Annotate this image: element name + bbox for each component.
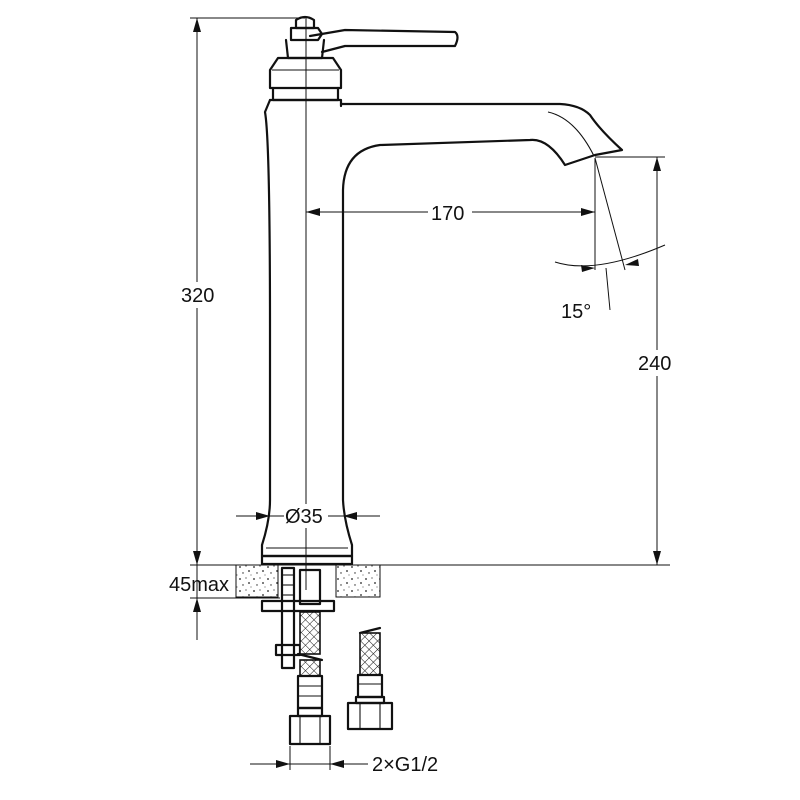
label-spout-height: 240 bbox=[638, 353, 671, 375]
underside-connections bbox=[260, 566, 394, 746]
hex-nut-icon bbox=[346, 695, 394, 731]
label-spray-angle: 15° bbox=[561, 301, 591, 323]
label-reach: 170 bbox=[431, 203, 464, 225]
lever-handle-icon bbox=[284, 15, 459, 60]
braided-hose-icon bbox=[356, 626, 384, 699]
dimension-connections bbox=[250, 746, 368, 770]
label-base-diameter: Ø35 bbox=[285, 506, 323, 528]
faucet-body-icon bbox=[260, 15, 624, 566]
hex-nut-icon bbox=[288, 706, 332, 746]
braided-hose-icon bbox=[296, 611, 324, 710]
dimension-spray-angle bbox=[554, 157, 666, 311]
label-connections: 2×G1/2 bbox=[372, 754, 438, 776]
dimension-deck-thickness bbox=[193, 565, 201, 640]
label-height-total: 320 bbox=[181, 285, 214, 307]
label-deck-thickness: 45max bbox=[169, 574, 229, 596]
deck-section bbox=[190, 564, 670, 599]
